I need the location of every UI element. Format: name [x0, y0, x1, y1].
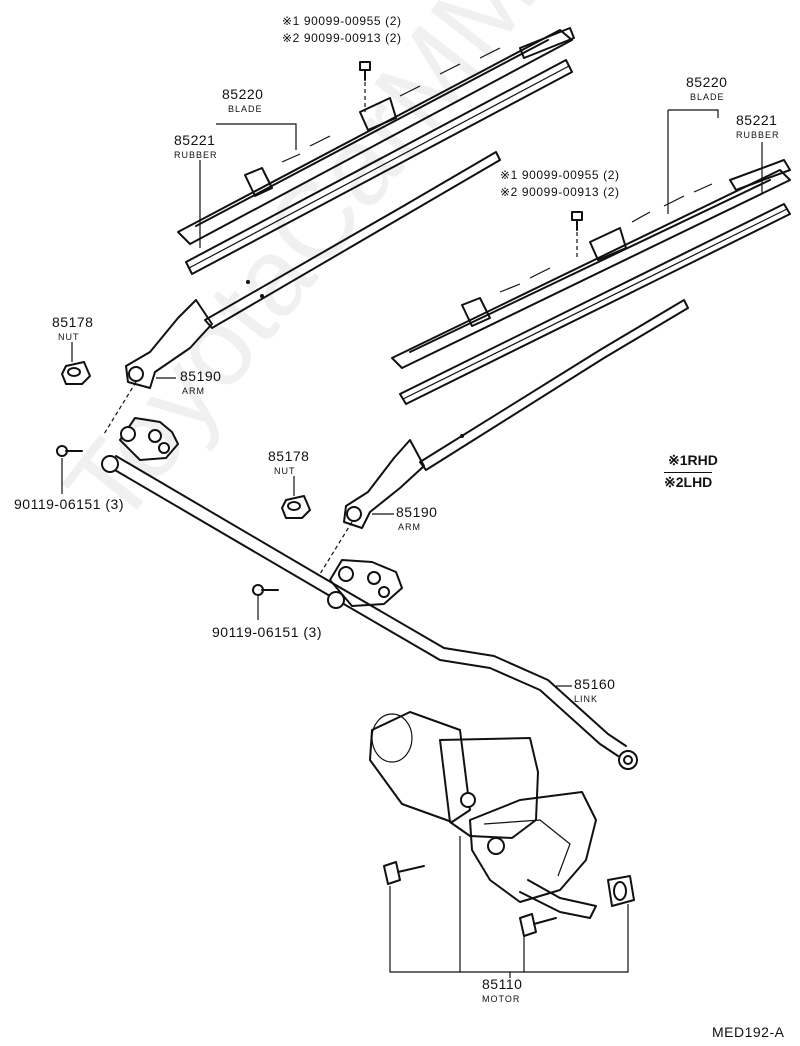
right-blade-name: BLADE: [690, 92, 725, 102]
left-arm-part-number: 85190: [180, 368, 222, 384]
legend-lhd: ※2LHD: [664, 472, 713, 490]
right-nut: [281, 495, 311, 519]
right-rubber-name: RUBBER: [736, 130, 780, 140]
link-name: LINK: [574, 694, 599, 704]
right-nut-part-number: 85178: [268, 448, 310, 464]
motor-assembly: [369, 711, 597, 919]
right-blade-screw: [571, 211, 583, 258]
link-rod: [101, 455, 638, 770]
motor-grommet: [607, 875, 635, 907]
right-blade-part-number: 85220: [686, 74, 728, 90]
motor-bolt-bottom: [519, 913, 557, 937]
right-screw-note-rhd: ※1 90099-00955 (2): [500, 168, 620, 182]
right-nut-name: NUT: [274, 466, 296, 476]
left-blade-screw: [359, 61, 371, 112]
right-rubber: [399, 203, 791, 405]
left-arm-name: ARM: [182, 386, 205, 396]
right-arm-part-number: 85190: [396, 504, 438, 520]
left-rubber-name: RUBBER: [174, 150, 218, 160]
left-blade-part-number: 85220: [222, 86, 264, 102]
left-nut-name: NUT: [58, 332, 80, 342]
link-part-number: 85160: [574, 676, 616, 692]
right-rubber-part-number: 85221: [736, 112, 778, 128]
left-nut: [61, 361, 91, 385]
left-bolt-part-number: 90119-06151 (3): [14, 496, 124, 512]
left-bolt: [56, 445, 83, 457]
right-blade: [391, 159, 791, 369]
right-pivot: [319, 521, 403, 607]
left-rubber-part-number: 85221: [174, 132, 216, 148]
legend-rhd: ※1RHD: [668, 452, 718, 468]
left-screw-note-lhd: ※2 90099-00913 (2): [282, 31, 402, 45]
left-screw-note-rhd: ※1 90099-00955 (2): [282, 14, 402, 28]
right-arm-name: ARM: [398, 522, 421, 532]
motor-part-number: 85110: [482, 976, 523, 992]
left-blade: [177, 27, 575, 245]
right-screw-note-lhd: ※2 90099-00913 (2): [500, 185, 620, 199]
right-arm: [343, 299, 689, 529]
motor-name: MOTOR: [482, 994, 521, 1004]
right-bolt: [252, 584, 279, 596]
motor-bolt-left: [383, 861, 425, 885]
left-pivot: [103, 381, 179, 461]
left-nut-part-number: 85178: [52, 314, 94, 330]
right-bolt-part-number: 90119-06151 (3): [212, 624, 322, 640]
left-arm: [125, 151, 501, 389]
left-rubber: [185, 59, 573, 275]
figure-code: MED192-A: [712, 1024, 785, 1040]
leader-lines: [61, 109, 763, 978]
left-blade-name: BLADE: [228, 104, 263, 114]
